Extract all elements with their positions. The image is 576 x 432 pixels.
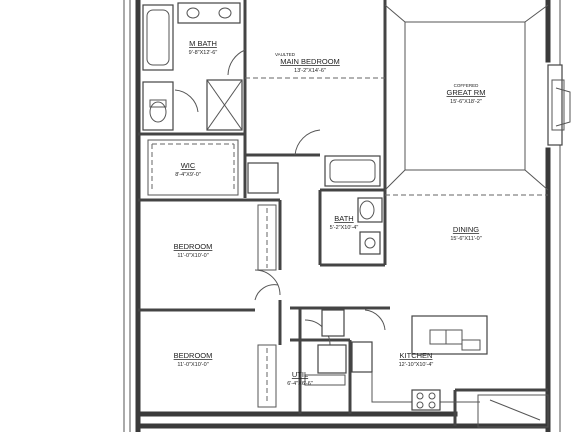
label-bath: BATH 5'-2"X10'-4" — [330, 214, 359, 231]
wic-name: WIC — [181, 161, 196, 170]
interior-walls — [138, 0, 548, 426]
label-bedroom-1: BEDROOM 11'-0"X10'-0" — [174, 242, 213, 259]
main-bedroom-note: VAULTED — [275, 52, 296, 57]
fireplace — [547, 64, 571, 146]
corner-detail — [477, 394, 549, 428]
label-great-rm: COFFERED GREAT RM 15'-6"X18'-2" — [447, 83, 486, 105]
util-name: UTIL — [292, 370, 308, 379]
main-bedroom-name: MAIN BEDROOM — [280, 57, 340, 66]
kitchen-dims: 12'-10"X10'-4" — [399, 362, 434, 368]
kitchen-fixtures — [321, 309, 488, 411]
outer-walls — [135, 0, 551, 432]
kitchen-name: KITCHEN — [400, 351, 433, 360]
dining-dims: 15'-6"X11'-0" — [450, 236, 481, 242]
great-rm-dims: 15'-6"X18'-2" — [450, 99, 482, 105]
label-wic: WIC 8'-4"X9'-0" — [175, 161, 201, 178]
bath-name: BATH — [334, 214, 353, 223]
util-fixtures — [304, 344, 347, 386]
bedroom-1-dims: 11'-0"X10'-0" — [177, 253, 208, 259]
label-bedroom-2: BEDROOM 11'-0"X10'-0" — [174, 351, 213, 368]
great-rm-name: GREAT RM — [447, 88, 486, 97]
util-dims: 6'-4"X6'-6" — [287, 381, 313, 387]
bath-dims: 5'-2"X10'-4" — [330, 225, 359, 231]
master-bath-fixtures — [142, 2, 243, 131]
closet-shelving — [147, 139, 279, 408]
ceiling-lines — [245, 4, 549, 196]
bedroom-2-dims: 11'-0"X10'-0" — [177, 362, 208, 368]
wic-dims: 8'-4"X9'-0" — [175, 172, 201, 178]
label-kitchen: KITCHEN 12'-10"X10'-4" — [399, 351, 434, 368]
label-util: UTIL 6'-4"X6'-6" — [287, 370, 313, 387]
dining-name: DINING — [453, 225, 479, 234]
m-bath-name: M BATH — [189, 39, 217, 48]
label-main-bedroom: VAULTED MAIN BEDROOM 13'-2"X14'-6" — [275, 52, 340, 74]
bedroom-2-name: BEDROOM — [174, 351, 213, 360]
hall-bath-fixtures — [324, 155, 383, 255]
great-rm-note: COFFERED — [454, 83, 480, 88]
main-bedroom-dims: 13'-2"X14'-6" — [294, 68, 326, 74]
bedroom-1-name: BEDROOM — [174, 242, 213, 251]
m-bath-dims: 9'-8"X12'-6" — [189, 50, 218, 56]
label-m-bath: M BATH 9'-8"X12'-6" — [189, 39, 218, 56]
label-dining: DINING 15'-6"X11'-0" — [450, 225, 481, 242]
